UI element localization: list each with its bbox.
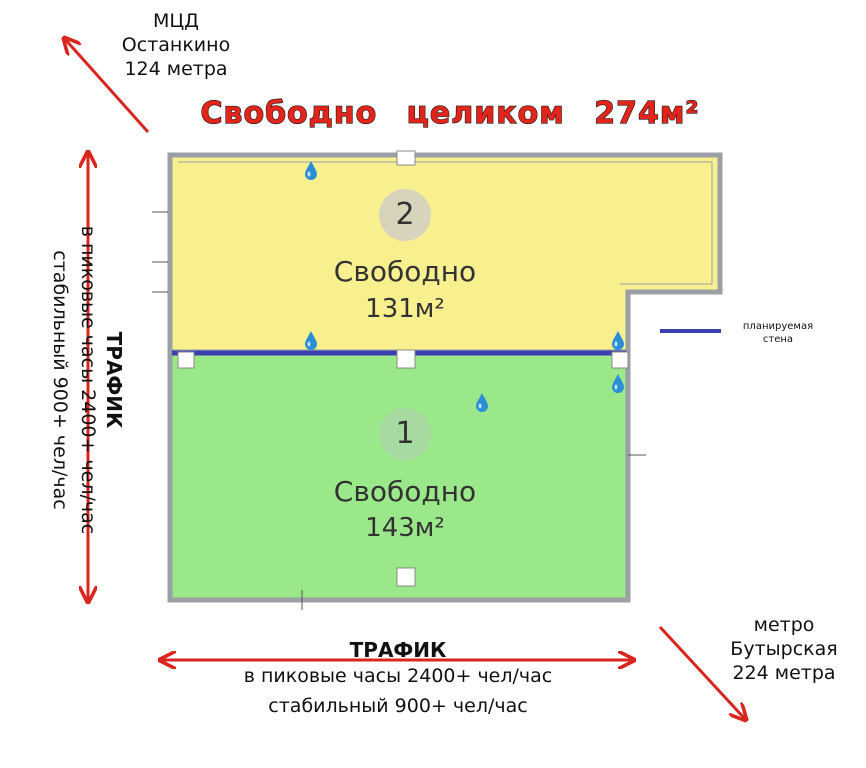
- legend-label-line1: планируемая: [742, 321, 814, 332]
- room-1-area-label: 143м²: [365, 513, 445, 543]
- room-1-status: Свободно: [333, 475, 477, 508]
- legend-label: планируемая стена: [728, 321, 828, 346]
- station-top-line2: Останкино: [121, 33, 231, 56]
- room-1-number: 1: [395, 416, 415, 451]
- traffic-vertical-stable: стабильный 900+ чел/час: [49, 250, 72, 510]
- station-bottom-label: метро Бутырская 224 метра: [704, 614, 864, 685]
- station-bottom-line1: метро: [753, 614, 815, 636]
- room-1-number-circle: [379, 408, 431, 460]
- column: [396, 567, 416, 587]
- column: [396, 349, 416, 369]
- room-2-number: 2: [395, 197, 415, 232]
- room-2-area-label: 131м²: [365, 294, 445, 324]
- station-top-line1: МЦД: [153, 10, 199, 32]
- station-bottom-line3: 224 метра: [732, 661, 836, 684]
- traffic-horizontal-label: ТРАФИК в пиковые часы 2400+ чел/час стаб…: [200, 638, 596, 719]
- column: [611, 351, 629, 369]
- arrow-icon: [658, 625, 746, 720]
- traffic-horizontal-stable: стабильный 900+ чел/час: [268, 694, 528, 717]
- headline: Свободно целиком 274м²: [200, 95, 700, 131]
- traffic-vertical-label: ТРАФИК в пиковые часы 2400+ чел/час стаб…: [48, 160, 126, 600]
- traffic-vertical-peak: в пиковые часы 2400+ чел/час: [77, 225, 99, 535]
- room-2-number-circle: [379, 189, 431, 241]
- traffic-vertical-title: ТРАФИК: [102, 331, 126, 429]
- column: [396, 150, 416, 166]
- traffic-horizontal-peak: в пиковые часы 2400+ чел/час: [243, 665, 553, 687]
- legend-label-line2: стена: [762, 333, 794, 345]
- station-top-line3: 124 метра: [124, 57, 228, 80]
- arrow-icon: [64, 38, 150, 133]
- station-top-label: МЦД Останкино 124 метра: [96, 10, 256, 81]
- room-2-status: Свободно: [333, 255, 477, 288]
- column: [177, 351, 195, 369]
- traffic-horizontal-title: ТРАФИК: [349, 638, 447, 662]
- station-bottom-line2: Бутырская: [730, 637, 838, 660]
